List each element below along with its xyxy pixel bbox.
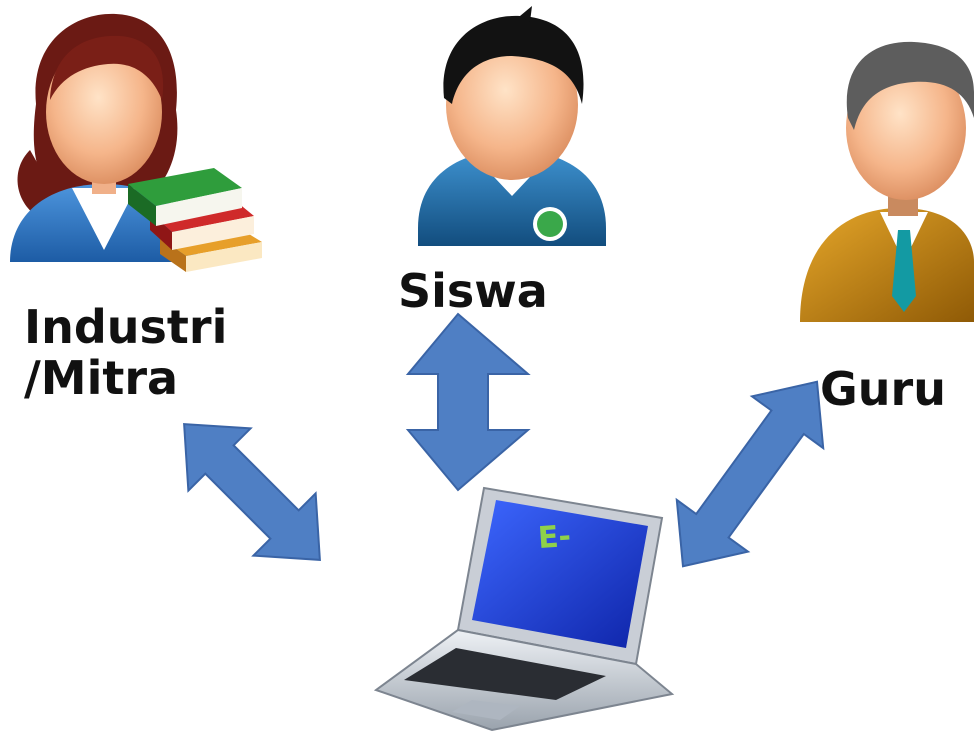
laptop-icon [373, 486, 675, 732]
student-icon [418, 6, 606, 246]
tie-icon [892, 230, 916, 312]
label-guru: Guru [820, 362, 946, 416]
label-industri-line1: Industri [24, 300, 228, 354]
industry-partner-icon [10, 13, 198, 262]
arrow-student-laptop [405, 312, 531, 492]
arrow-industry-laptop [183, 423, 321, 561]
label-siswa: Siswa [398, 264, 548, 318]
laptop-screen-text: E- [536, 518, 573, 557]
laptop-touchpad [452, 700, 520, 720]
label-industri-mitra: Industri /Mitra [24, 302, 227, 403]
books-icon [128, 168, 262, 272]
label-industri-line2: /Mitra [24, 350, 179, 405]
teacher-icon [800, 41, 974, 322]
laptop-keyboard [404, 648, 606, 700]
arrow-teacher-laptop [675, 380, 825, 568]
laptop-screen [472, 500, 648, 648]
